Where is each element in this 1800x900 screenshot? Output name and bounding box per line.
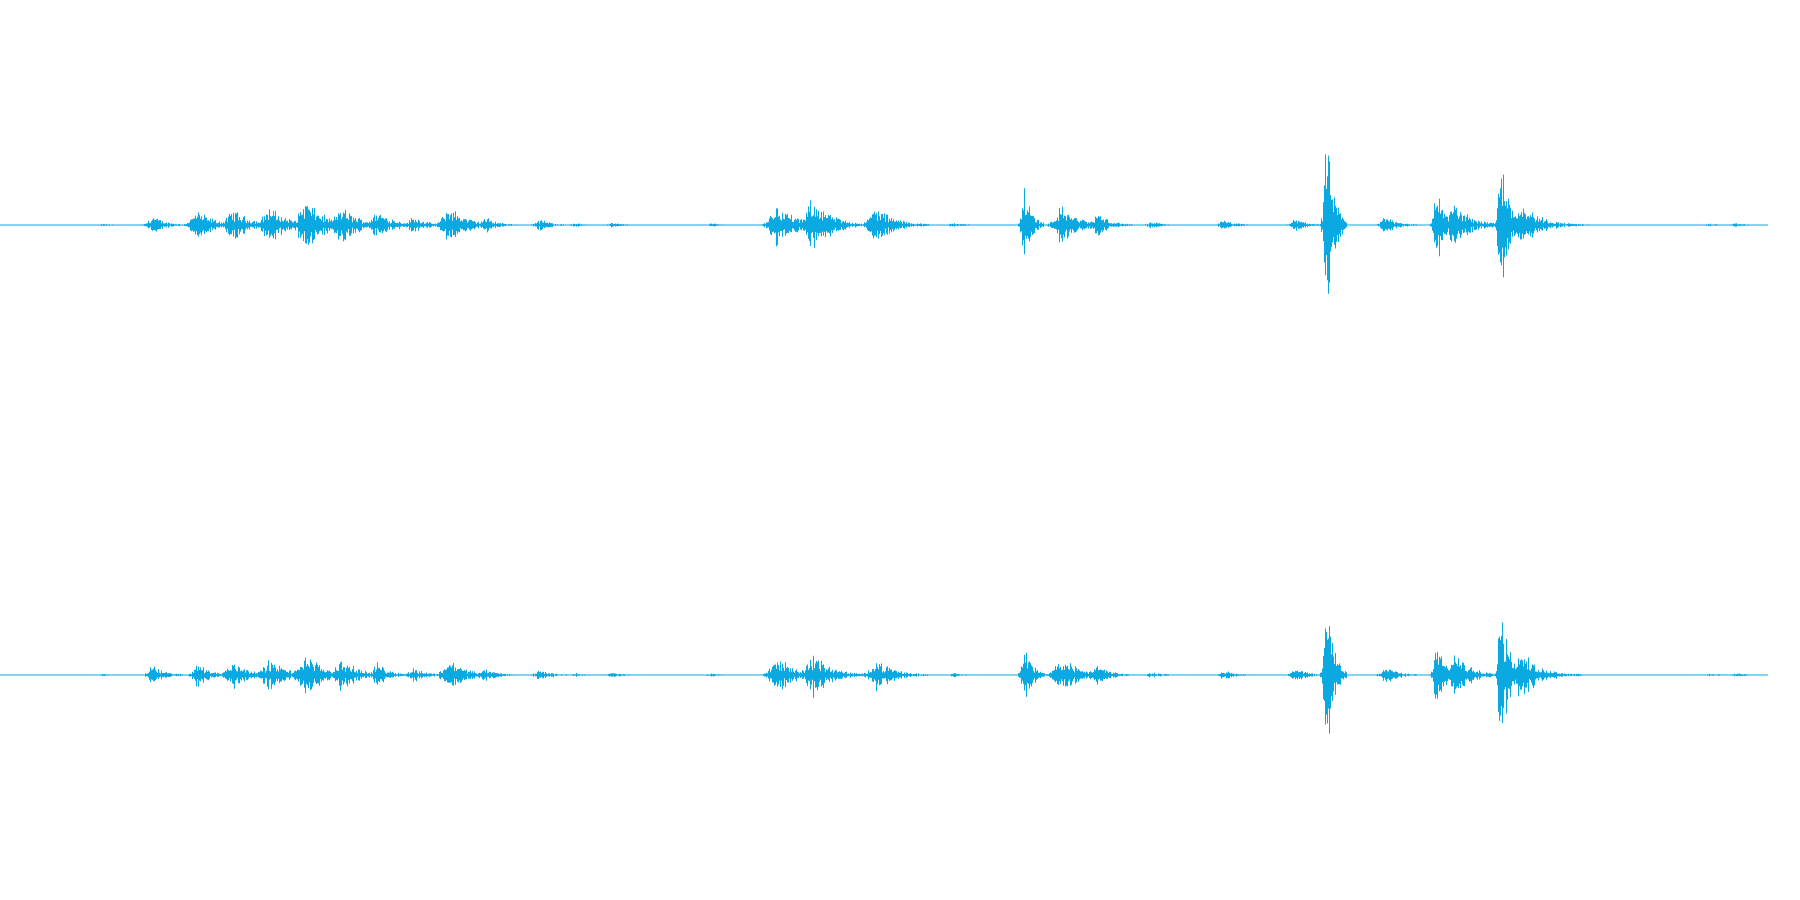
waveform-trace xyxy=(100,154,1751,294)
channel-left-waveform xyxy=(0,154,1768,294)
channel-right-waveform xyxy=(0,622,1768,734)
waveform-trace xyxy=(100,622,1751,734)
